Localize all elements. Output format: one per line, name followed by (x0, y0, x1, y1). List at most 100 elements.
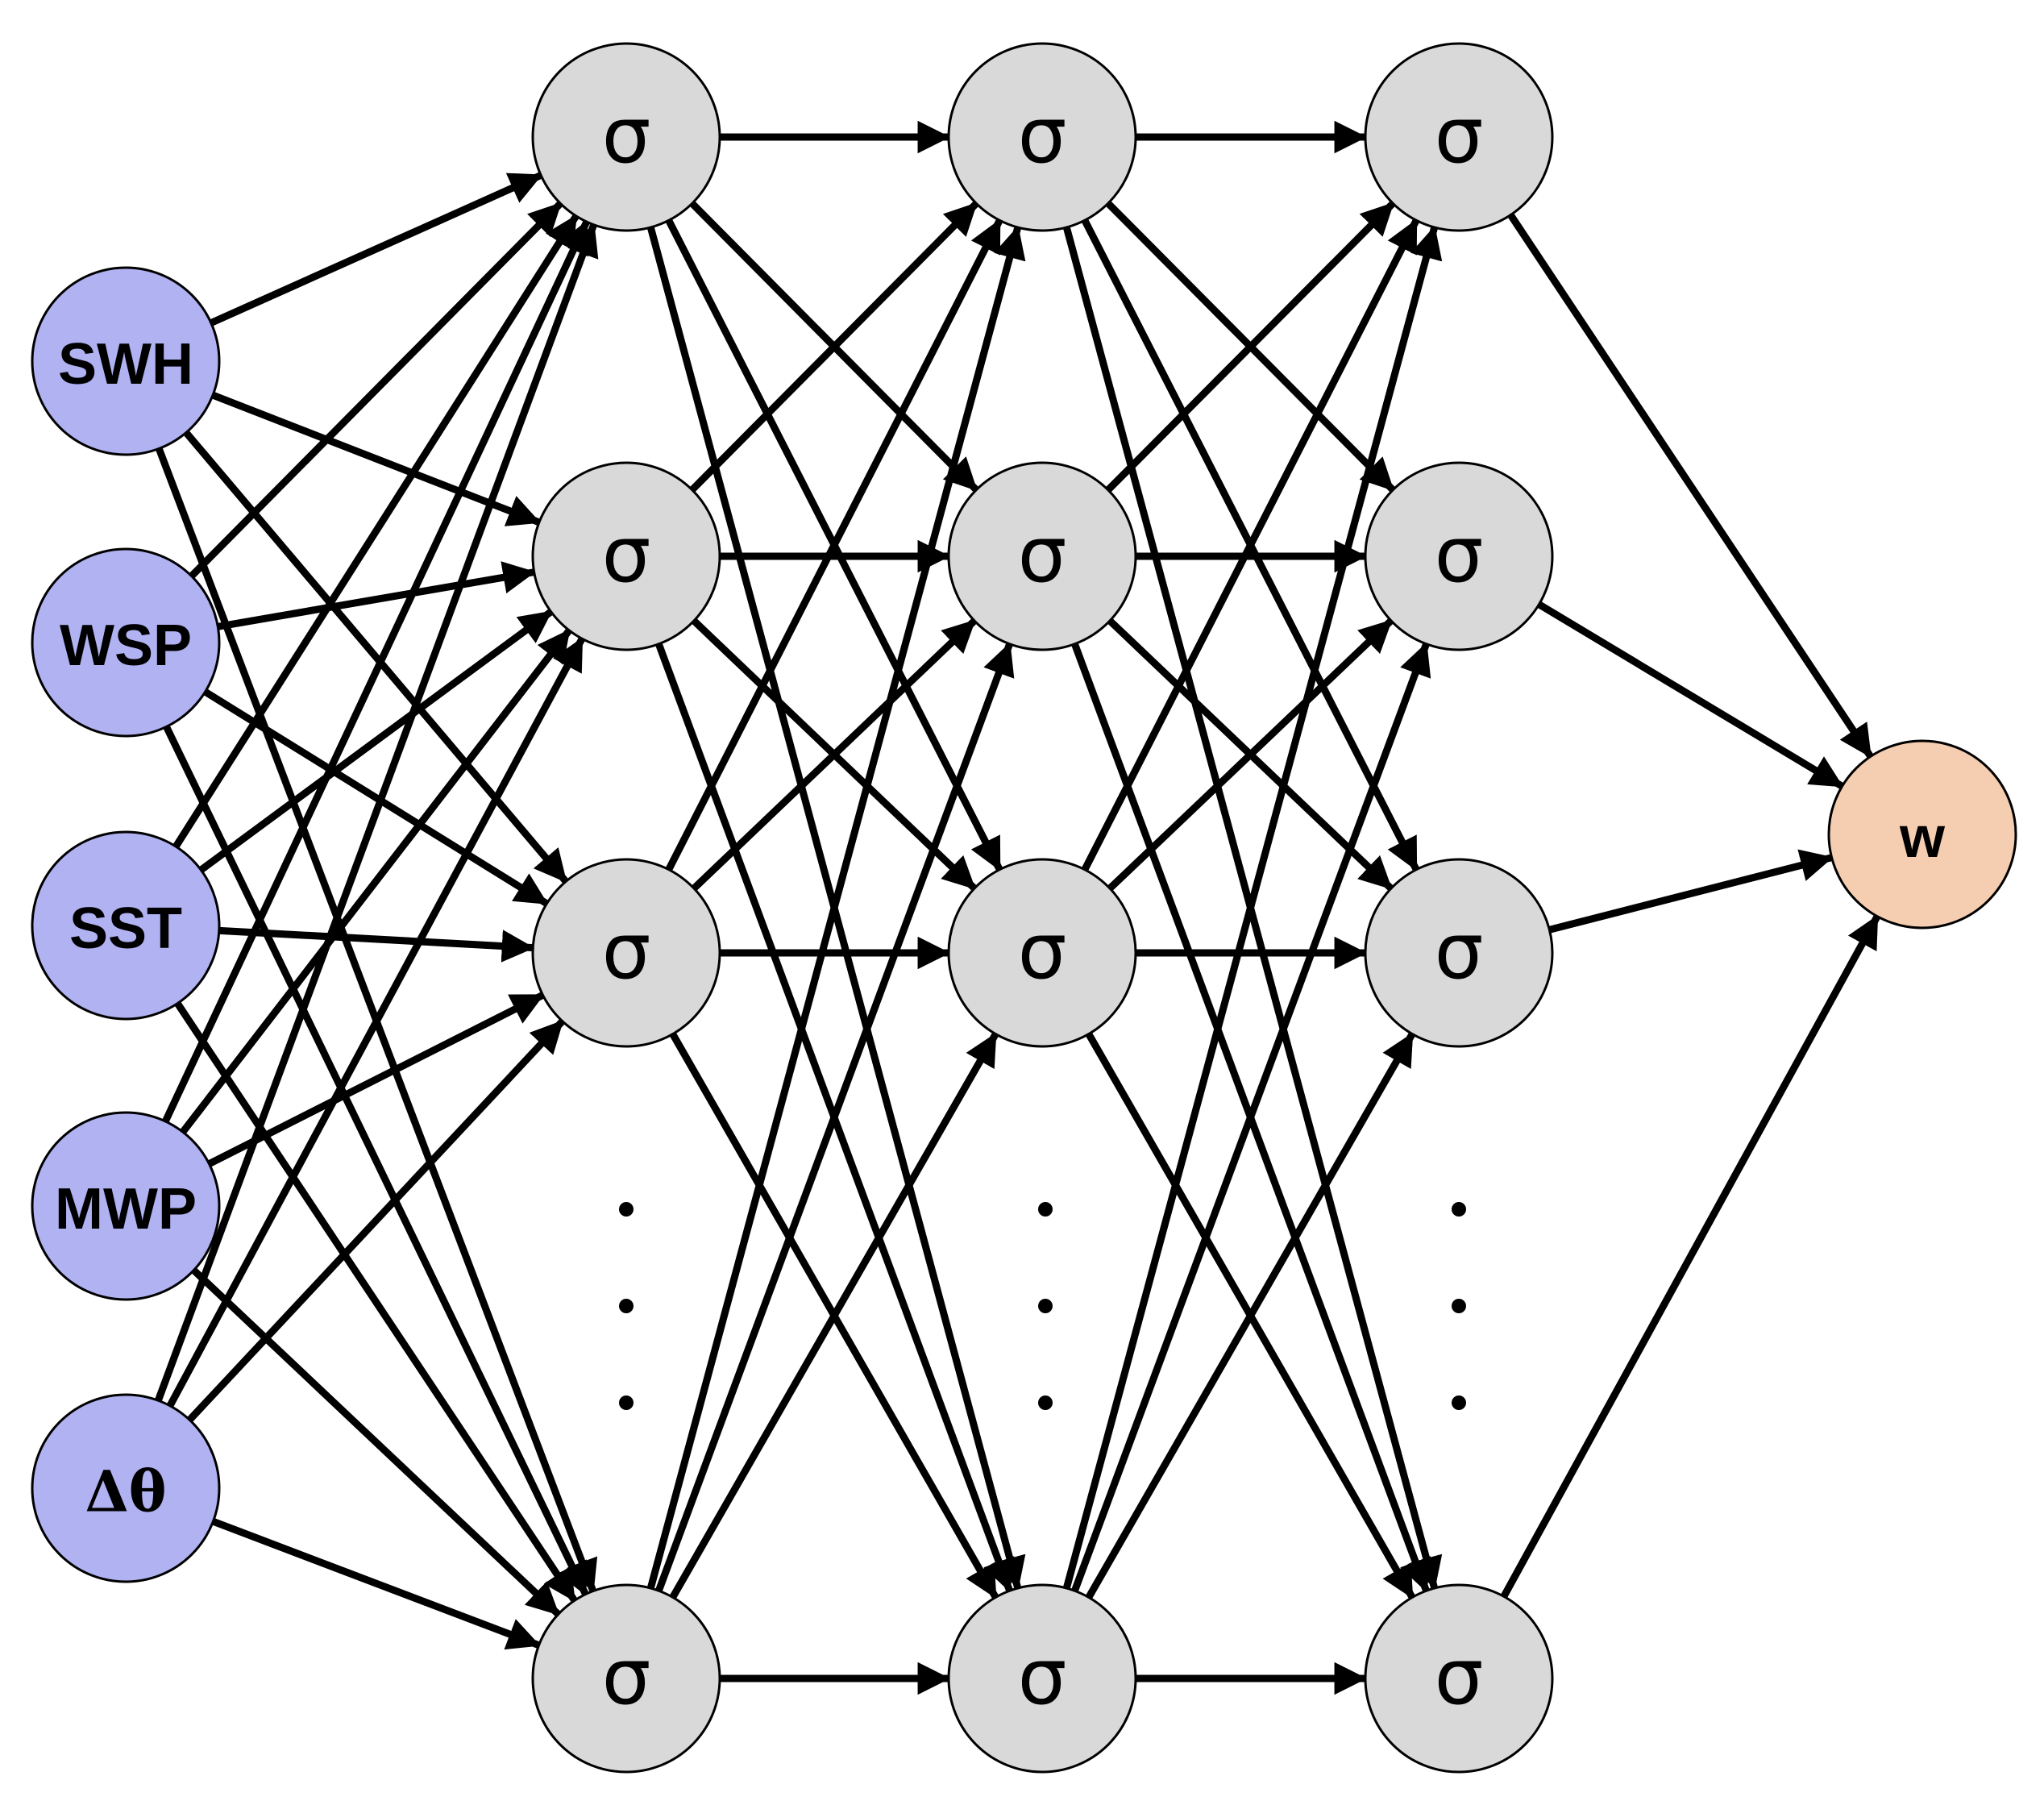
edge-h3-1-to-output (1505, 208, 1874, 759)
edge-h2-2-to-h3-1 (1102, 201, 1396, 497)
hidden-h3-neuron-3-sigma-label: σ (1435, 906, 1484, 996)
edge-input-2-to-h1-4 (161, 720, 589, 1597)
hidden-h3-neuron-1: σ (1364, 42, 1554, 232)
hidden-h1-neuron-1: σ (531, 42, 721, 232)
output-node-label: w (1899, 805, 1946, 870)
hidden-h3-neuron-4: σ (1364, 1583, 1554, 1774)
hidden-h2-ellipsis-dot-1 (1038, 1202, 1053, 1217)
hidden-h2-ellipsis-dot-3 (1038, 1395, 1053, 1410)
hidden-h1-neuron-3-circle (531, 858, 721, 1048)
edge-input-1-to-h1-1 (204, 172, 543, 328)
input-node-dtheta-label: Δθ (85, 1458, 166, 1525)
input-node-wsp-label: WSP (60, 614, 192, 678)
edge-h2-4-to-h3-2 (1070, 642, 1431, 1598)
edge-input-4-to-h1-3 (202, 992, 546, 1169)
input-node-swh-circle (31, 266, 221, 456)
hidden-h1-neuron-2-sigma-label: σ (602, 510, 651, 600)
hidden-h2-neuron-3-circle (947, 858, 1137, 1048)
edge-input-4-to-h1-2 (177, 628, 572, 1138)
input-node-dtheta: Δθ (31, 1393, 221, 1583)
input-node-sst-label: SST (69, 896, 182, 961)
edge-h1-3-to-h2-1 (663, 218, 1003, 876)
input-node-sst-circle (31, 830, 221, 1021)
input-node-swh: SWH (31, 266, 221, 456)
hidden-h2-neuron-3-sigma-label: σ (1018, 906, 1067, 996)
hidden-h2-neuron-2-circle (947, 461, 1137, 651)
edge-h1-4-to-h2-2 (654, 642, 1015, 1598)
hidden-h2-neuron-4-circle (947, 1583, 1137, 1774)
input-node-dtheta-circle (31, 1393, 221, 1583)
edge-input-3-to-h1-3 (212, 926, 535, 963)
hidden-h1-neuron-4: σ (531, 1583, 721, 1774)
edge-h2-3-to-h3-1 (1079, 218, 1419, 876)
edge-input-1-to-h1-2 (206, 390, 542, 526)
hidden-h3-neuron-2-circle (1364, 461, 1554, 651)
ellipsis-markers (619, 1202, 1466, 1410)
hidden-h2-neuron-1-circle (947, 42, 1137, 232)
edge-h3-2-to-output (1532, 599, 1845, 789)
edge-h1-4-to-h2-1 (646, 225, 1026, 1595)
hidden-h2-neuron-2-sigma-label: σ (1018, 510, 1067, 600)
nodes: SWH WSP SST MWP Δθ σ σ σ σ σ σ σ σ σ σ σ σ w (31, 42, 2017, 1774)
edge-input-1-to-h1-3 (180, 426, 569, 884)
edge-input-4-to-h1-4 (188, 1264, 561, 1617)
edge-input-5-to-h1-1 (153, 223, 599, 1408)
edge-input-2-to-h1-3 (198, 686, 550, 907)
hidden-h3-neuron-3-circle (1364, 858, 1554, 1048)
edge-h2-4-to-h3-3 (1083, 1031, 1415, 1604)
hidden-h2-neuron-2: σ (947, 461, 1137, 651)
hidden-h1-ellipsis-dot-3 (619, 1395, 634, 1410)
output-node-w-circle (1827, 739, 2017, 930)
edge-input-3-to-h1-1 (170, 214, 580, 853)
hidden-h2-ellipsis-dot-2 (1038, 1299, 1053, 1313)
edge-input-2-to-h1-2 (210, 561, 537, 631)
hidden-h2-neuron-1: σ (947, 42, 1137, 232)
hidden-h1-neuron-3: σ (531, 858, 721, 1048)
edge-input-4-to-h1-1 (160, 219, 590, 1129)
hidden-h2-neuron-3: σ (947, 858, 1137, 1048)
edge-input-5-to-h1-4 (206, 1516, 542, 1650)
output-node-w: w (1827, 739, 2017, 930)
hidden-h1-neuron-4-circle (531, 1583, 721, 1774)
hidden-h3-neuron-2-sigma-label: σ (1435, 510, 1484, 600)
input-node-mwp: MWP (31, 1111, 221, 1301)
hidden-h2-neuron-4: σ (947, 1583, 1137, 1774)
edge-h1-4-to-h2-3 (667, 1031, 999, 1604)
input-node-swh-label: SWH (58, 332, 193, 397)
hidden-h3-ellipsis-dot-1 (1452, 1202, 1466, 1217)
edge-input-5-to-h1-2 (164, 636, 585, 1412)
input-node-wsp: WSP (31, 547, 221, 738)
edge-h1-2-to-h2-1 (686, 201, 979, 496)
hidden-h1-neuron-4-sigma-label: σ (602, 1632, 651, 1722)
edge-h1-3-to-h2-2 (688, 618, 978, 895)
hidden-h3-ellipsis-dot-2 (1452, 1299, 1466, 1313)
edge-input-5-to-h1-3 (184, 1018, 565, 1426)
edge-h2-3-to-h3-2 (1103, 618, 1394, 895)
hidden-h3-neuron-4-sigma-label: σ (1435, 1632, 1484, 1722)
hidden-h1-neuron-2-circle (531, 461, 721, 651)
hidden-h3-neuron-4-circle (1364, 1583, 1554, 1774)
edge-input-3-to-h1-2 (194, 609, 554, 876)
hidden-h2-neuron-1-sigma-label: σ (1018, 90, 1067, 181)
hidden-h3-neuron-2: σ (1364, 461, 1554, 651)
hidden-h1-neuron-1-sigma-label: σ (602, 90, 651, 181)
hidden-h1-neuron-3-sigma-label: σ (602, 906, 651, 996)
hidden-h1-ellipsis-dot-2 (619, 1299, 634, 1313)
hidden-h1-ellipsis-dot-1 (619, 1202, 634, 1217)
edge-h2-4-to-h3-1 (1061, 225, 1443, 1595)
hidden-h1-neuron-1-circle (531, 42, 721, 232)
edge-input-2-to-h1-1 (185, 201, 563, 582)
hidden-h3-ellipsis-dot-3 (1452, 1395, 1466, 1410)
edge-h3-4-to-output (1498, 913, 1880, 1603)
hidden-h3-neuron-3: σ (1364, 858, 1554, 1048)
hidden-h3-neuron-1-circle (1364, 42, 1554, 232)
edge-h3-3-to-output (1543, 849, 1834, 934)
input-node-wsp-circle (31, 547, 221, 738)
input-node-mwp-circle (31, 1111, 221, 1301)
connections (153, 120, 1880, 1695)
edge-input-3-to-h1-4 (172, 996, 578, 1603)
hidden-h2-neuron-4-sigma-label: σ (1018, 1632, 1067, 1722)
hidden-h3-neuron-1-sigma-label: σ (1435, 90, 1484, 181)
input-node-sst: SST (31, 830, 221, 1021)
